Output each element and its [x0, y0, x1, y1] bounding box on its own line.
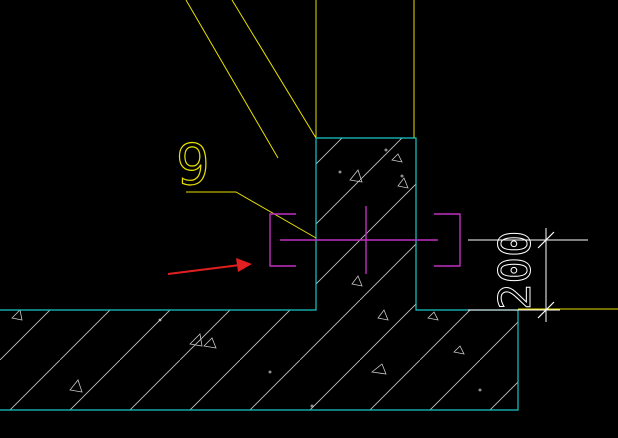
red-arrow-icon	[167, 258, 252, 275]
callout[interactable]: 9	[175, 132, 317, 239]
upper-wall-lines	[185, 0, 618, 310]
slope-line-left	[185, 0, 279, 159]
aggregate-marks	[11, 148, 482, 408]
bracket-right	[434, 213, 461, 267]
dimension[interactable]: 200	[468, 228, 588, 322]
dimension-text: 200	[490, 231, 541, 310]
slope-line-right	[231, 0, 317, 139]
concrete-outline[interactable]	[0, 137, 519, 411]
dim-tick-top	[537, 231, 555, 249]
callout-label: 9	[176, 133, 210, 198]
leader-line	[186, 191, 317, 239]
waterstop-symbol[interactable]	[269, 206, 461, 274]
outline-left	[0, 138, 317, 311]
outline-main	[0, 137, 519, 411]
bracket-left	[269, 213, 296, 267]
dim-tick-bottom	[537, 301, 555, 319]
